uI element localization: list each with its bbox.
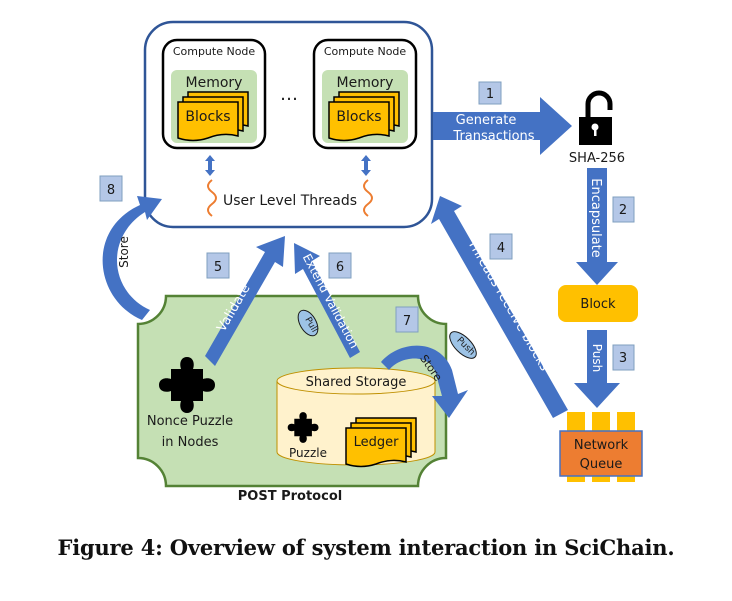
shared-storage[interactable]: Shared Storage Puzzle Ledger [276, 367, 436, 468]
step-badge-6-number: 6 [336, 260, 344, 275]
step-badge-7 [395, 306, 419, 333]
step-badge-4-number: 4 [497, 241, 505, 256]
memory-label-1: Memory [186, 75, 243, 91]
step-3-label: Push [590, 344, 604, 373]
compute-node-1[interactable]: Compute Node Memory Blocks [161, 38, 267, 150]
blocks-label-1: Blocks [185, 109, 230, 125]
compute-node-2[interactable]: Compute Node Memory Blocks [312, 38, 418, 150]
memory-label-2: Memory [337, 75, 394, 91]
step-badge-8 [99, 175, 123, 202]
step-badge-3-number: 3 [619, 351, 627, 366]
step-badge-2 [612, 196, 635, 223]
network-queue-line1: Network [574, 438, 629, 453]
encapsulate-arrow[interactable] [576, 168, 618, 285]
block-label: Block [580, 297, 616, 312]
shared-storage-title: Shared Storage [306, 375, 407, 390]
network-queue[interactable]: Network Queue [559, 412, 643, 482]
step-badges: 1 2 3 4 5 6 7 8 [99, 81, 635, 371]
thread-icon [207, 179, 373, 217]
step-badge-7-number: 7 [403, 314, 411, 329]
step-badge-2-number: 2 [619, 203, 627, 218]
ellipsis: … [280, 84, 298, 105]
sha256-label: SHA-256 [569, 151, 625, 166]
nonce-puzzle-line2: in Nodes [162, 435, 219, 450]
step-2-label: Encapsulate [588, 178, 603, 258]
step-badge-1-number: 1 [486, 87, 494, 102]
ledger-label: Ledger [354, 435, 400, 450]
threads-receive-blocks-arrow[interactable] [431, 196, 568, 418]
compute-node-2-title: Compute Node [324, 45, 407, 58]
step-badge-3 [612, 344, 635, 371]
step-badge-5-number: 5 [214, 260, 222, 275]
compute-node-1-title: Compute Node [173, 45, 256, 58]
step-badge-8-number: 8 [107, 183, 115, 198]
validate-arrow[interactable] [205, 236, 285, 366]
post-protocol-title: POST Protocol [238, 489, 342, 504]
puzzle-label: Puzzle [289, 446, 327, 460]
step-1-label-line2: Transactions [452, 129, 534, 144]
pull-tag [297, 309, 319, 337]
step-1-label-line1: Generate [456, 113, 517, 128]
user-level-threads-label: User Level Threads [223, 193, 357, 209]
generate-transactions-arrow[interactable] [433, 97, 572, 155]
step-badge-5 [206, 252, 230, 279]
blocks-label-2: Blocks [336, 109, 381, 125]
double-arrow-icon [205, 155, 371, 176]
unlocked-padlock-icon [579, 90, 613, 145]
step-badge-1 [478, 81, 502, 105]
push-arrow[interactable] [574, 330, 620, 408]
network-queue-line2: Queue [580, 457, 623, 472]
step-badge-6 [328, 252, 352, 279]
step-badge-4 [489, 233, 513, 260]
push-tag [449, 331, 477, 359]
extend-validation-arrow[interactable] [294, 243, 360, 358]
figure-caption: Figure 4: Overview of system interaction… [57, 535, 675, 560]
block-box[interactable] [558, 285, 638, 322]
nonce-puzzle-line1: Nonce Puzzle [147, 414, 233, 429]
store-return-arrow[interactable] [102, 196, 162, 320]
store-curved-arrow[interactable] [381, 345, 468, 418]
step-8-label: Store [117, 236, 131, 268]
